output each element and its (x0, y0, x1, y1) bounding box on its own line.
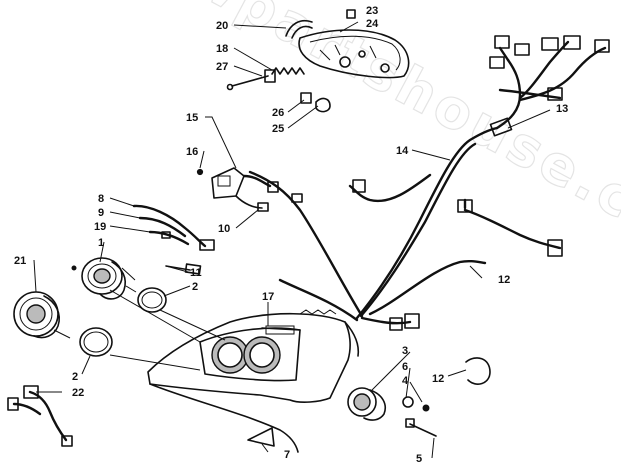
gauge-ring-lower (79, 327, 113, 357)
nut (300, 92, 312, 104)
callout-13: 13 (556, 103, 568, 115)
callout-15: 15 (186, 112, 198, 124)
switch-bracket (196, 167, 279, 212)
callout-5: 5 (416, 453, 422, 465)
tachometer-gauge (81, 257, 137, 300)
callout-22: 22 (72, 387, 84, 399)
callout-23: 23 (366, 5, 378, 17)
callout-26: 26 (272, 107, 284, 119)
callout-21: 21 (14, 255, 26, 267)
callout-2-upper: 2 (192, 281, 198, 293)
callout-20: 20 (216, 20, 228, 32)
callout-8: 8 (98, 193, 104, 205)
callout-24: 24 (366, 18, 379, 30)
gauge-harness (132, 204, 215, 251)
callout-16: 16 (186, 146, 198, 158)
gauge-ring (137, 287, 167, 313)
callout-3: 3 (402, 345, 408, 357)
callout-6: 6 (402, 361, 408, 373)
harness-connectors (291, 35, 610, 331)
callout-1: 1 (98, 237, 104, 249)
adjusting-screw (231, 75, 269, 87)
callout-14: 14 (396, 145, 409, 157)
headlight-housing (298, 29, 410, 79)
spring (271, 67, 305, 75)
decal (247, 427, 275, 447)
callout-18: 18 (216, 43, 228, 55)
speedometer-gauge (13, 291, 71, 339)
bulb-socket (285, 20, 313, 37)
callout-25: 25 (272, 123, 284, 135)
callout-27: 27 (216, 61, 228, 73)
callout-labels: 20 23 24 18 27 26 25 15 16 13 14 8 9 10 … (14, 5, 568, 465)
callout-17: 17 (262, 291, 274, 303)
callout-2-lower: 2 (72, 371, 78, 383)
leader-lines (33, 10, 551, 459)
callout-19: 19 (94, 221, 106, 233)
callout-7: 7 (284, 449, 290, 461)
callout-12-lower: 12 (432, 373, 444, 385)
grommet (315, 97, 331, 113)
callout-11: 11 (190, 267, 202, 279)
callout-12-upper: 12 (498, 274, 510, 286)
dash-panel (147, 309, 360, 453)
fuel-gauge (347, 387, 430, 421)
speedometer-harness (7, 385, 73, 447)
callout-4: 4 (402, 375, 409, 387)
callout-9: 9 (98, 207, 104, 219)
callout-10: 10 (218, 223, 230, 235)
wire-clip (465, 357, 491, 385)
